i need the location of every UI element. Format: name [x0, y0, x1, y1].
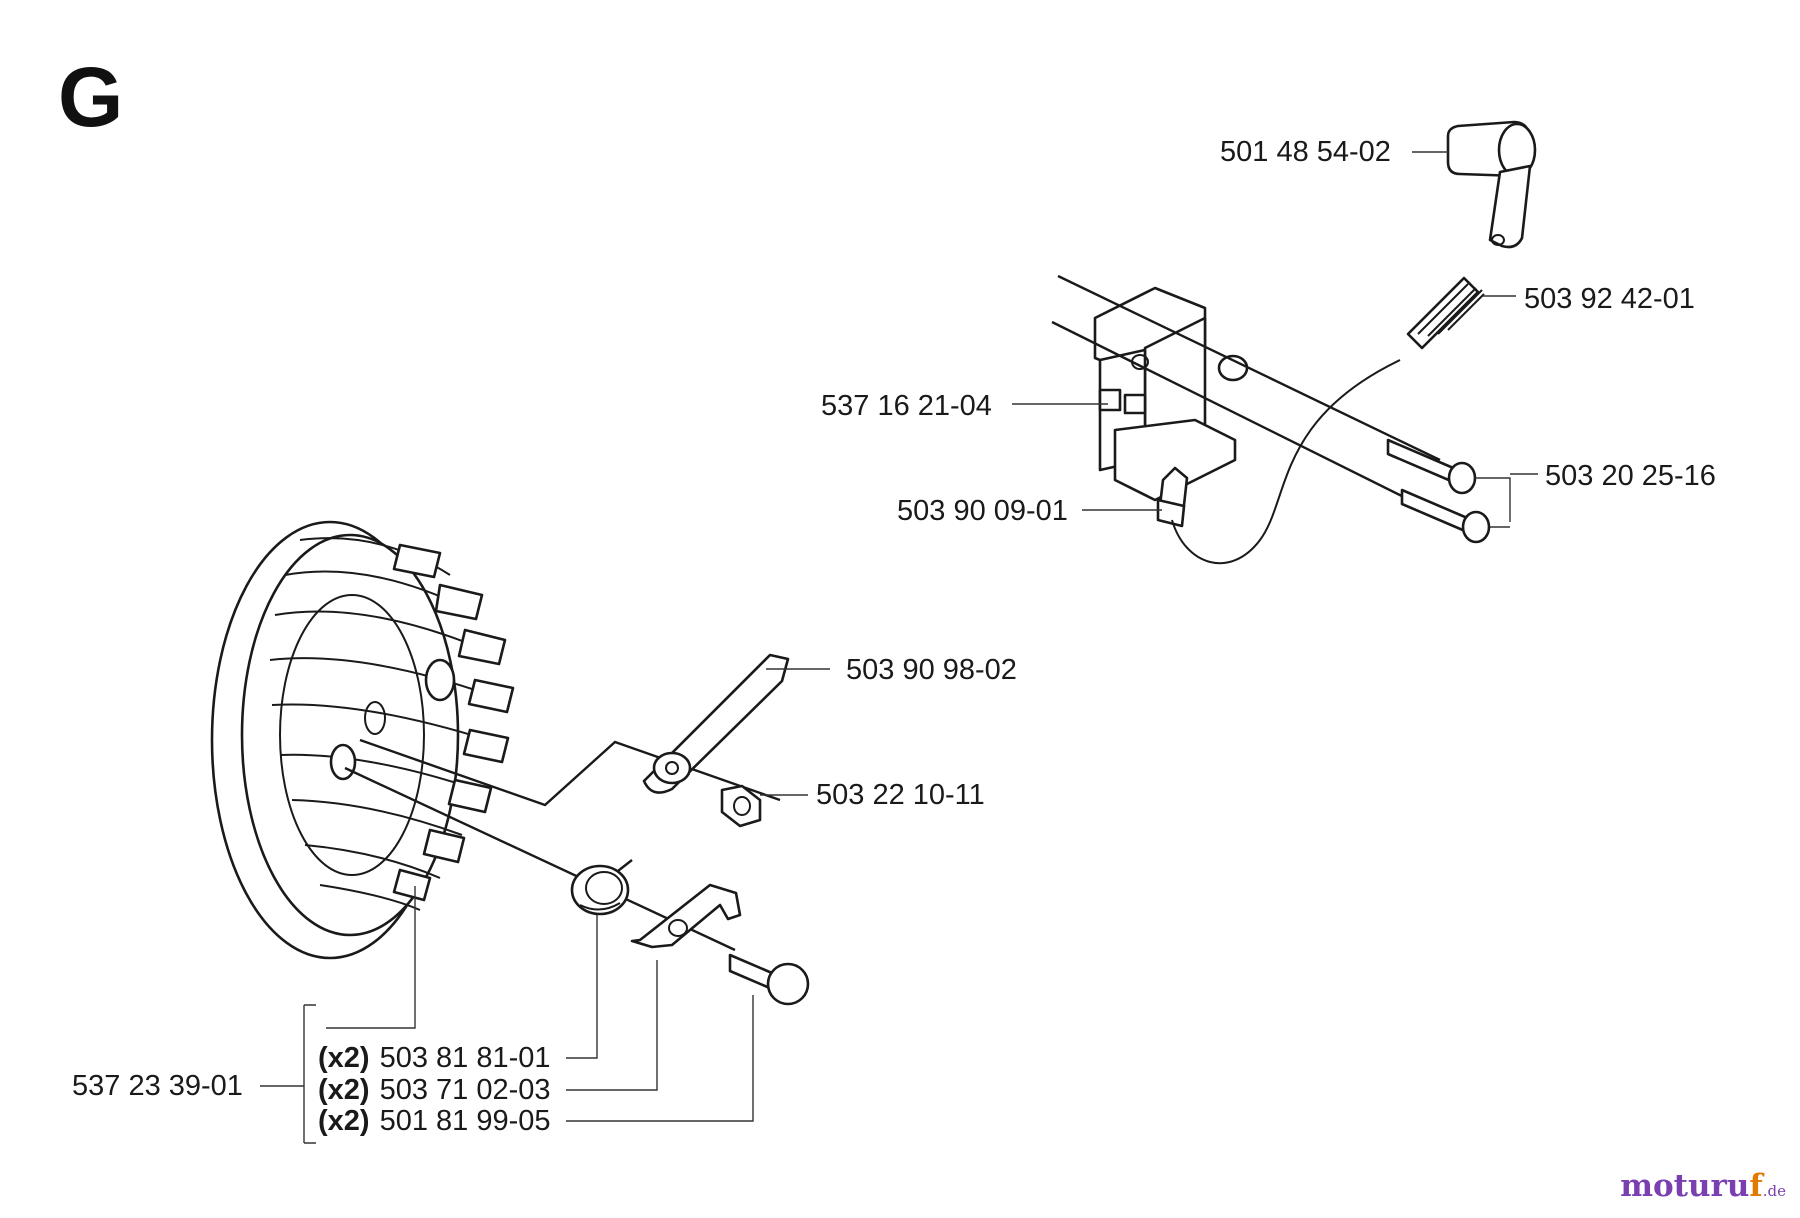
part-row-pawl[interactable]: (x2) 503 71 02-03 — [318, 1073, 551, 1107]
part-label-cable-terminal[interactable]: 503 90 09-01 — [897, 495, 1068, 527]
module-axis-upper — [1057, 274, 1441, 462]
quantity-badge: (x2) — [318, 1042, 370, 1074]
pawl-drawing — [630, 883, 742, 949]
pawl-bolt-drawing — [728, 953, 810, 1006]
part-label-spring[interactable]: 503 92 42-01 — [1524, 283, 1695, 315]
watermark-logo: moturuf.de — [1620, 1168, 1786, 1209]
ignition-module-drawing — [1093, 286, 1249, 528]
part-row-pawl-bolt[interactable]: (x2) 501 81 99-05 — [318, 1104, 551, 1138]
part-label-nut[interactable]: 503 22 10-11 — [816, 779, 985, 811]
ignition-cable — [1171, 359, 1401, 565]
part-label-ignition-module[interactable]: 537 16 21-04 — [821, 390, 992, 422]
quantity-badge: (x2) — [318, 1105, 370, 1137]
watermark-text: moturu — [1620, 1168, 1750, 1204]
spark-spring-drawing — [1406, 276, 1485, 350]
ignition-boot-drawing — [1446, 120, 1537, 249]
nut-drawing — [720, 784, 762, 828]
part-label-screws[interactable]: 503 20 25-16 — [1545, 460, 1716, 492]
part-number: 501 81 99-05 — [379, 1105, 551, 1137]
part-label-link[interactable]: 503 90 98-02 — [846, 654, 1017, 686]
leader-lines — [260, 151, 1538, 1144]
assembly-axis-upper — [359, 738, 781, 807]
part-number: 503 71 02-03 — [379, 1074, 551, 1106]
part-label-ignition-boot[interactable]: 501 48 54-02 — [1220, 136, 1391, 168]
flywheel-drawing — [210, 520, 515, 960]
section-letter: G — [58, 50, 124, 144]
pawl-spring-drawing — [570, 864, 630, 916]
part-label-flywheel[interactable]: 537 23 39-01 — [72, 1070, 243, 1102]
link-drawing — [642, 653, 790, 794]
quantity-badge: (x2) — [318, 1074, 370, 1106]
watermark-tld: .de — [1762, 1182, 1786, 1200]
part-number: 503 81 81-01 — [379, 1042, 551, 1074]
part-row-pawl-spring[interactable]: (x2) 503 81 81-01 — [318, 1041, 551, 1075]
screws-drawing — [1386, 438, 1491, 544]
watermark-accent: f — [1749, 1168, 1763, 1204]
module-axis-lower — [1051, 320, 1451, 522]
